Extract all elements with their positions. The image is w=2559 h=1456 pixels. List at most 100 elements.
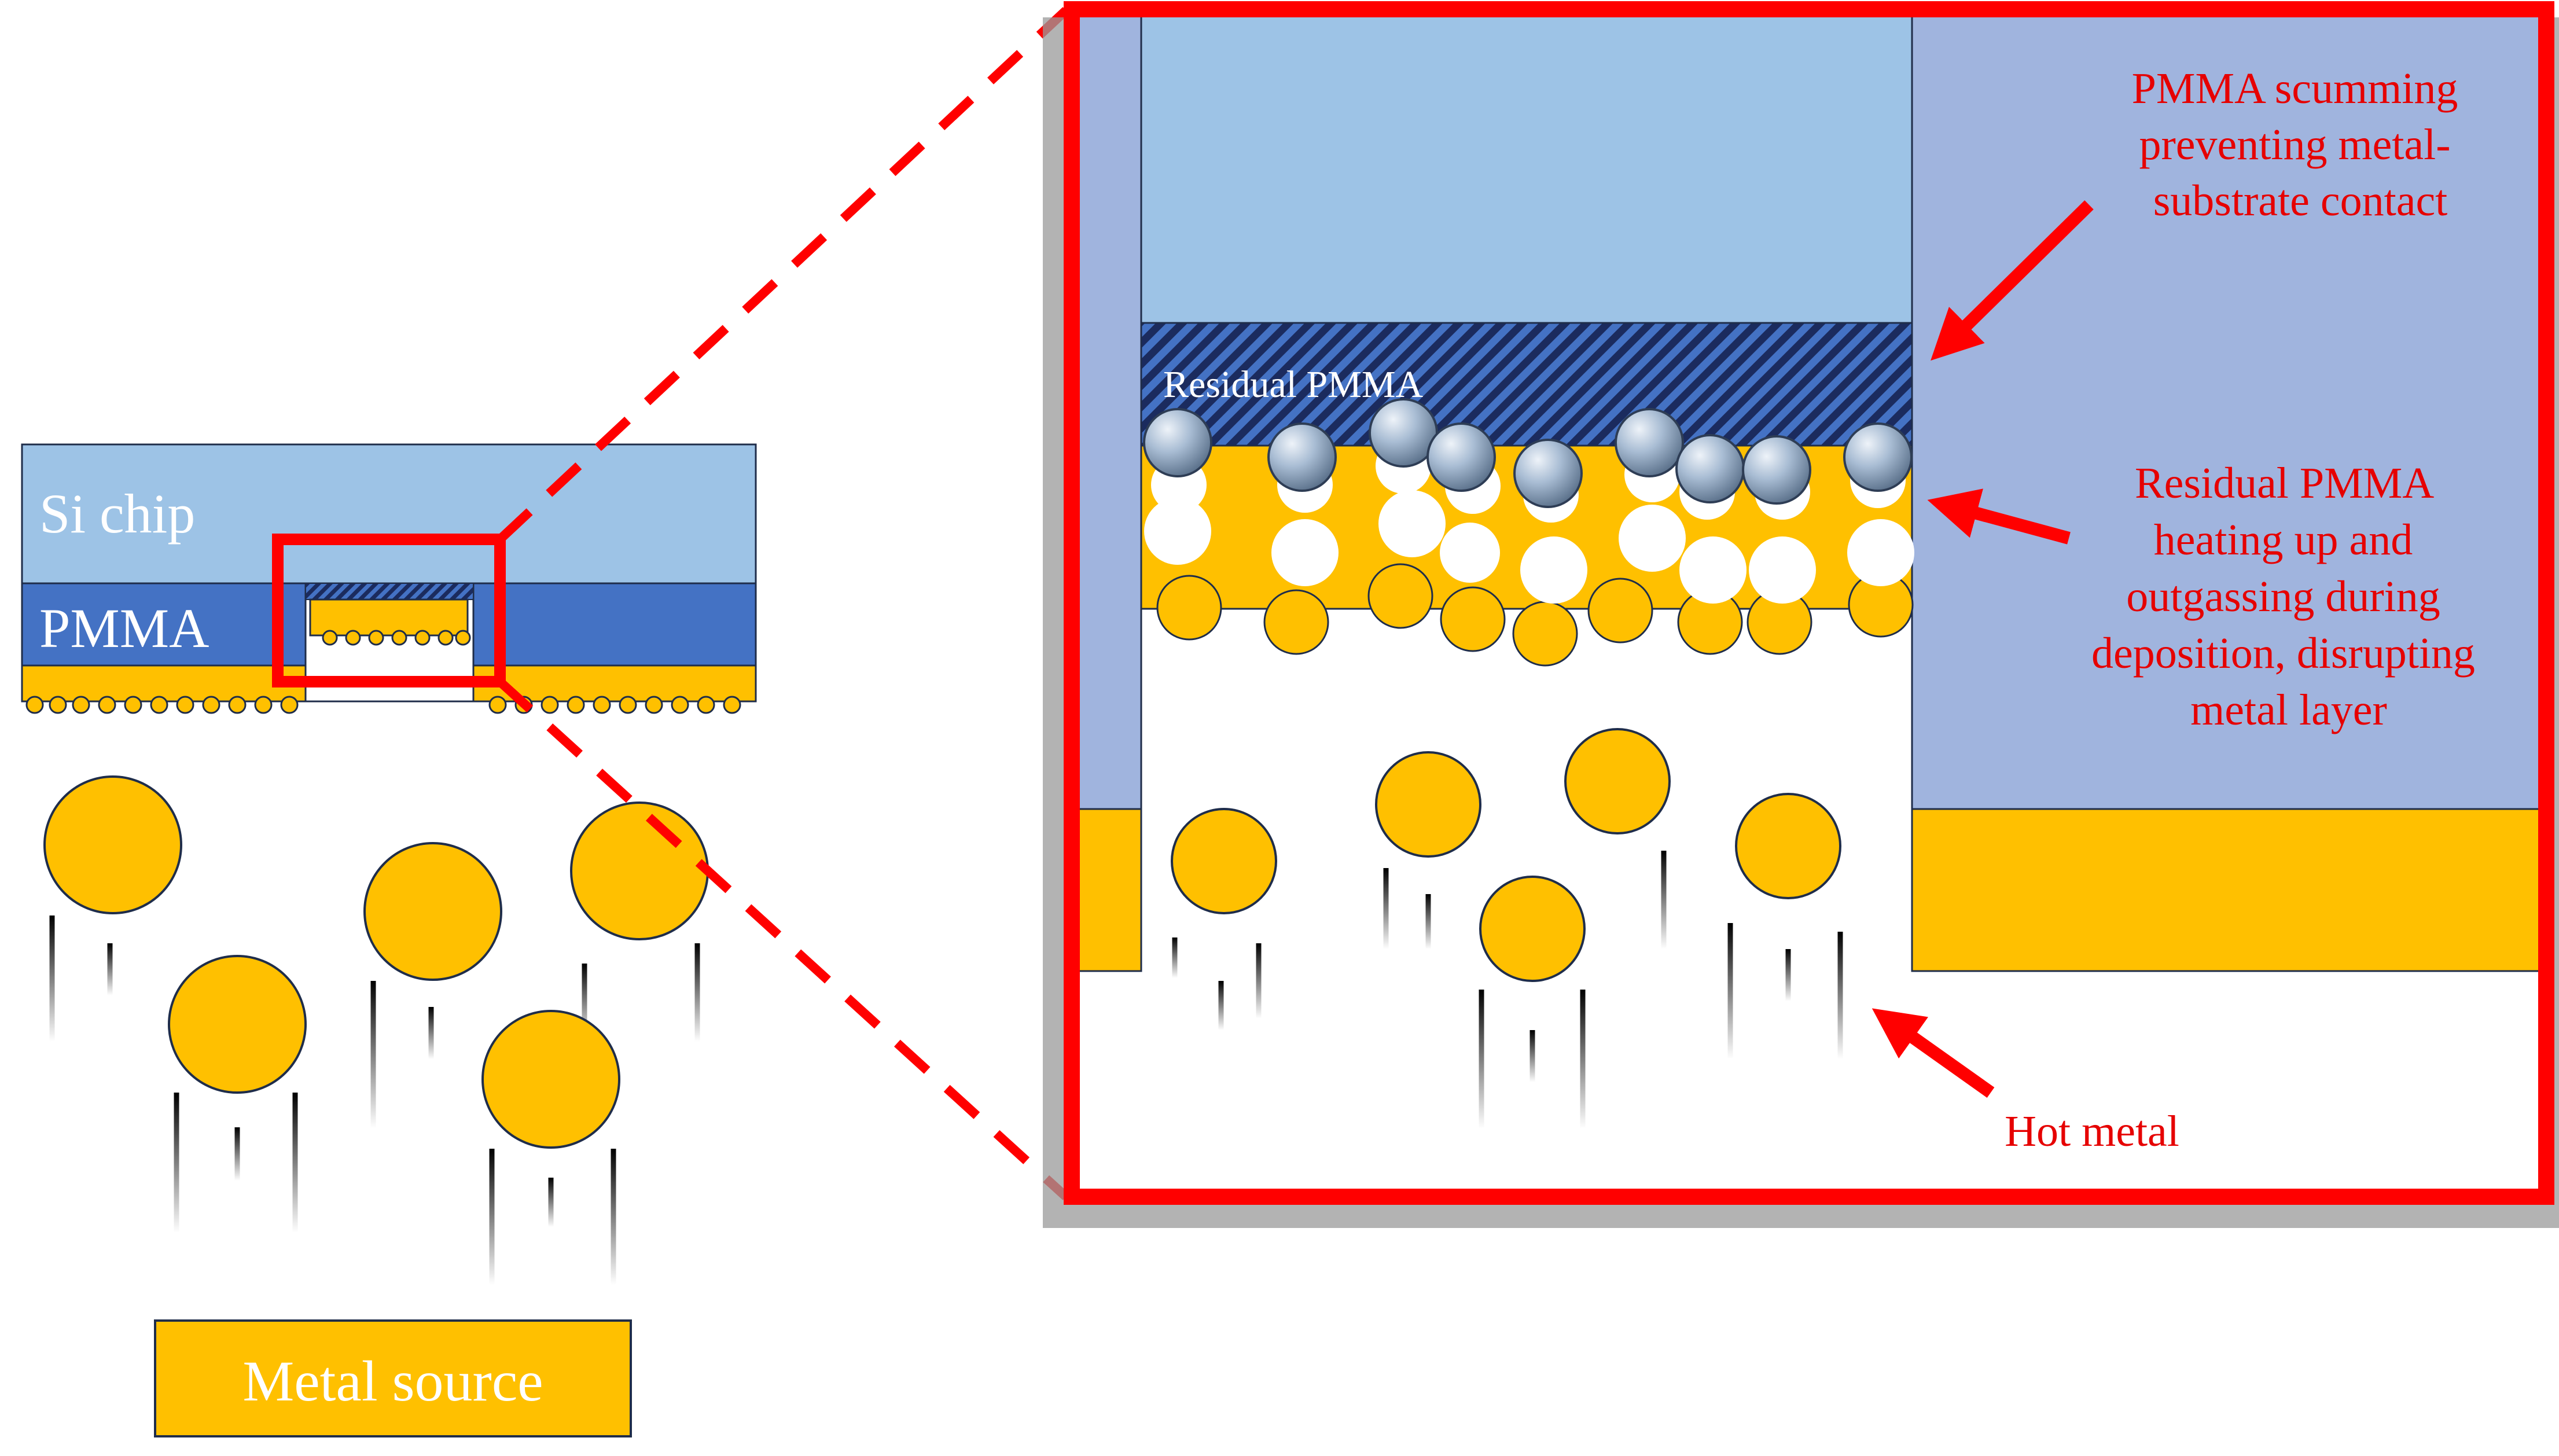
motion-streak bbox=[1479, 990, 1484, 1128]
si-chip-layer bbox=[21, 443, 757, 584]
metal-grain bbox=[671, 696, 689, 714]
motion-streak bbox=[1256, 943, 1262, 1019]
metal-particle bbox=[481, 1010, 620, 1149]
motion-streak bbox=[611, 1149, 616, 1285]
metal-particle bbox=[1564, 728, 1671, 834]
metal-grain bbox=[228, 696, 247, 714]
arrow-outgassing bbox=[1927, 488, 2071, 545]
metal-particle bbox=[43, 775, 182, 914]
motion-streak bbox=[1425, 894, 1431, 949]
metal-grain bbox=[124, 696, 142, 714]
residual-pmma-label: Residual PMMA bbox=[1163, 363, 1424, 406]
metal-grain bbox=[391, 630, 407, 646]
metal-grain bbox=[593, 696, 611, 714]
metal-grain bbox=[345, 630, 361, 646]
pmma-wall-right bbox=[1911, 9, 2549, 810]
void bbox=[1847, 519, 1914, 586]
zoom-callout bbox=[272, 7, 1069, 1200]
metal-in-opening-small bbox=[309, 598, 469, 637]
metal-particle bbox=[1375, 751, 1481, 858]
void bbox=[1440, 523, 1500, 583]
si-chip-label: Si chip bbox=[39, 483, 195, 545]
metal-grain bbox=[414, 630, 431, 646]
gas-bubble bbox=[1267, 422, 1337, 492]
motion-streak bbox=[1785, 949, 1791, 1001]
motion-streak bbox=[582, 964, 587, 1042]
residual-pmma-layer bbox=[1140, 322, 1913, 447]
annotation-outgassing: Residual PMMA heating up and outgassing … bbox=[2091, 459, 2486, 734]
metal-grain bbox=[368, 630, 384, 646]
motion-streak bbox=[428, 1007, 434, 1059]
void bbox=[1271, 519, 1339, 586]
metal-particle bbox=[570, 801, 709, 940]
metal-grain bbox=[1512, 601, 1578, 667]
gas-bubble bbox=[1742, 435, 1811, 505]
metal-grain bbox=[280, 696, 299, 714]
motion-streak bbox=[694, 943, 700, 1042]
gas-bubble bbox=[1426, 422, 1496, 492]
metal-source-label: Metal source bbox=[242, 1349, 543, 1413]
metal-grain bbox=[72, 696, 90, 714]
metal-grain bbox=[322, 630, 338, 646]
metal-grain bbox=[25, 696, 44, 714]
arrow-hot-metal bbox=[1872, 1008, 1995, 1098]
metal-on-pmma-right bbox=[1911, 808, 2549, 972]
metal-source bbox=[154, 1319, 632, 1437]
metal-particle bbox=[1479, 876, 1586, 982]
metal-grain bbox=[1156, 575, 1222, 641]
motion-streak bbox=[1172, 937, 1178, 978]
metal-particle bbox=[1171, 808, 1277, 914]
motion-streak bbox=[1661, 851, 1667, 949]
metal-grain bbox=[1367, 563, 1433, 629]
gas-bubble bbox=[1615, 408, 1684, 477]
metal-grain bbox=[455, 630, 471, 646]
motion-streak bbox=[370, 981, 376, 1128]
pmma-label: PMMA bbox=[39, 597, 209, 659]
metal-grain bbox=[697, 696, 715, 714]
void bbox=[1679, 536, 1747, 604]
motion-streak bbox=[1383, 868, 1389, 949]
motion-streak bbox=[49, 915, 55, 1042]
residual-pmma-small bbox=[305, 583, 474, 600]
metal-grain bbox=[723, 696, 741, 714]
metal-grain bbox=[645, 696, 663, 714]
falling-particles-left bbox=[43, 775, 709, 1285]
arrow-scumming bbox=[1931, 200, 2094, 361]
void bbox=[1749, 536, 1816, 604]
annotation-scumming: PMMA scumming preventing metal- substrat… bbox=[2132, 64, 2469, 225]
annotation-hot-metal: Hot metal bbox=[2005, 1107, 2179, 1156]
metal-grain bbox=[1587, 578, 1653, 644]
gas-bubble bbox=[1513, 439, 1583, 508]
metal-grain bbox=[254, 696, 273, 714]
metal-grain bbox=[176, 696, 194, 714]
motion-streak bbox=[489, 1149, 495, 1285]
motion-streak bbox=[548, 1178, 554, 1227]
motion-streak bbox=[234, 1127, 240, 1181]
motion-streak bbox=[292, 1093, 298, 1233]
motion-streak bbox=[1218, 981, 1224, 1030]
motion-streak bbox=[1837, 932, 1843, 1059]
left-panel: Si chip PMMA Metal source bbox=[21, 443, 757, 1437]
void bbox=[1144, 498, 1211, 565]
metal-grain bbox=[567, 696, 585, 714]
void bbox=[1378, 490, 1446, 557]
zoom-line-bottom bbox=[497, 678, 1069, 1200]
metal-grain bbox=[488, 696, 507, 714]
outgas-bubbles bbox=[1143, 398, 1913, 508]
metal-grain bbox=[98, 696, 116, 714]
gas-bubble bbox=[1143, 408, 1212, 477]
motion-streak bbox=[174, 1093, 179, 1233]
void bbox=[1619, 505, 1686, 572]
zoom-panel-frame bbox=[1064, 1, 2554, 1205]
gas-bubble bbox=[1675, 434, 1745, 503]
motion-streak bbox=[107, 943, 113, 995]
void bbox=[1520, 536, 1587, 604]
metal-grain bbox=[619, 696, 637, 714]
metal-grains-underside bbox=[1156, 563, 1914, 667]
metal-particle bbox=[1735, 793, 1841, 899]
metal-particle bbox=[363, 842, 502, 981]
metal-grain bbox=[49, 696, 67, 714]
metal-grain bbox=[150, 696, 168, 714]
zoom-panel: Residual PMMA PMMA scumming preventing m… bbox=[1043, 1, 2559, 1228]
